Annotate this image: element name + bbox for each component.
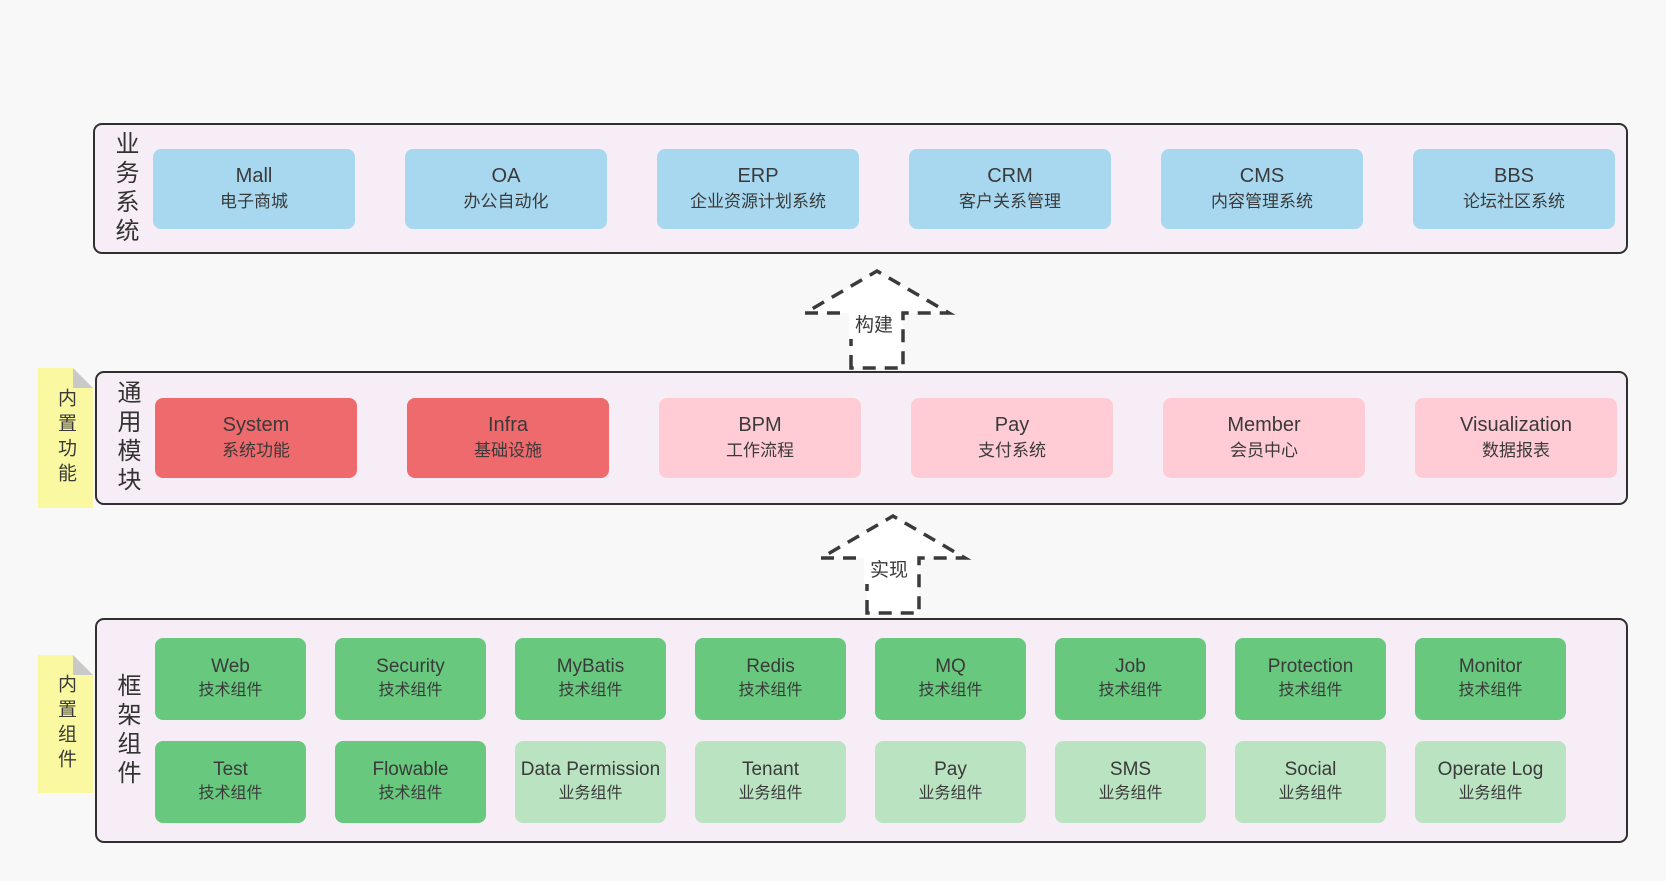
box-subtitle: 内容管理系统 [1211,191,1313,211]
box-member: Member 会员中心 [1163,398,1365,478]
box-title: Security [376,656,445,677]
box-title: Monitor [1458,656,1523,677]
box-web: Web 技术组件 [155,638,306,720]
box-title: Operate Log [1437,759,1544,780]
implement-arrow-label: 实现 [864,553,915,584]
box-subtitle: 业务组件 [1098,785,1163,802]
box-subtitle: 技术组件 [1098,682,1163,699]
box-subtitle: 基础设施 [474,441,542,460]
box-visualization: Visualization 数据报表 [1415,398,1617,478]
box-mall: Mall 电子商城 [153,148,355,229]
box-subtitle: 技术组件 [558,682,623,699]
box-erp: ERP 企业资源计划系统 [657,148,859,229]
box-subtitle: 技术组件 [918,682,983,699]
box-subtitle: 业务组件 [1278,785,1343,802]
box-subtitle: 客户关系管理 [959,191,1061,211]
box-title: MyBatis [556,656,625,677]
box-subtitle: 业务组件 [558,785,623,802]
box-data-permission: Data Permission 业务组件 [515,741,666,823]
box-subtitle: 技术组件 [1458,682,1523,699]
box-title: Member [1227,414,1301,436]
box-bpm: BPM 工作流程 [659,398,861,478]
box-title: Job [1115,656,1146,677]
box-cms: CMS 内容管理系统 [1161,148,1363,229]
box-subtitle: 业务组件 [738,785,803,802]
box-sms: SMS 业务组件 [1055,741,1206,823]
box-subtitle: 电子商城 [220,191,288,211]
box-tenant: Tenant 业务组件 [695,741,846,823]
box-subtitle: 技术组件 [378,682,443,699]
box-title: Mall [235,164,273,187]
box-flowable: Flowable 技术组件 [335,741,486,823]
modules-box-row: System 系统功能 Infra 基础设施 BPM 工作流程 Pay 支付系统… [155,398,1617,478]
box-test: Test 技术组件 [155,741,306,823]
box-subtitle: 技术组件 [378,785,443,802]
box-mybatis: MyBatis 技术组件 [515,638,666,720]
box-title: Web [211,656,250,677]
box-title: Visualization [1460,414,1572,436]
box-subtitle: 技术组件 [1278,682,1343,699]
box-title: BPM [738,414,782,436]
box-title: CRM [987,164,1033,187]
box-infra: Infra 基础设施 [407,398,609,478]
box-title: Tenant [741,759,800,780]
section-business-systems: 业务系统 Mall 电子商城 OA 办公自动化 ERP 企业资源计划系统 CRM… [93,123,1628,254]
box-subtitle: 技术组件 [738,682,803,699]
framework-row-2: Test 技术组件 Flowable 技术组件 Data Permission … [155,741,1566,823]
section-common-modules: 通用模块 System 系统功能 Infra 基础设施 BPM 工作流程 Pay… [95,371,1628,505]
box-title: Test [213,759,248,780]
box-title: Redis [746,656,795,677]
box-title: Pay [934,759,967,780]
build-arrow-label: 构建 [849,308,900,339]
box-title: MQ [935,656,966,677]
box-security: Security 技术组件 [335,638,486,720]
box-crm: CRM 客户关系管理 [909,148,1111,229]
tag-built-in-features: 内置功能 [38,368,93,508]
box-title: BBS [1493,164,1535,187]
box-title: System [222,414,290,436]
box-title: Infra [487,414,529,436]
box-title: Protection [1267,656,1354,677]
framework-box-grid: Web 技术组件 Security 技术组件 MyBatis 技术组件 Redi… [155,638,1566,823]
section-framework-components: 框架组件 Web 技术组件 Security 技术组件 MyBatis 技术组件… [95,618,1628,843]
box-bbs: BBS 论坛社区系统 [1413,148,1615,229]
box-monitor: Monitor 技术组件 [1415,638,1566,720]
section-label-business: 业务系统 [111,130,138,247]
box-redis: Redis 技术组件 [695,638,846,720]
box-subtitle: 支付系统 [978,441,1046,460]
box-job: Job 技术组件 [1055,638,1206,720]
box-title: CMS [1239,164,1285,187]
section-label-modules: 通用模块 [113,380,140,496]
box-pay: Pay 支付系统 [911,398,1113,478]
box-subtitle: 办公自动化 [463,191,549,211]
business-box-row: Mall 电子商城 OA 办公自动化 ERP 企业资源计划系统 CRM 客户关系… [153,148,1615,229]
box-subtitle: 论坛社区系统 [1463,191,1565,211]
box-title: Flowable [372,759,449,780]
box-subtitle: 技术组件 [198,682,263,699]
box-operate-log: Operate Log 业务组件 [1415,741,1566,823]
box-title: Data Permission [520,759,661,780]
box-title: Social [1284,759,1337,780]
box-oa: OA 办公自动化 [405,148,607,229]
section-label-framework: 框架组件 [113,672,140,789]
box-title: OA [491,164,521,187]
box-subtitle: 会员中心 [1230,441,1298,460]
box-subtitle: 企业资源计划系统 [690,191,826,211]
box-subtitle: 业务组件 [918,785,983,802]
box-pay-business: Pay 业务组件 [875,741,1026,823]
framework-row-1: Web 技术组件 Security 技术组件 MyBatis 技术组件 Redi… [155,638,1566,720]
box-subtitle: 工作流程 [726,441,794,460]
box-title: Pay [994,414,1030,436]
box-title: SMS [1109,759,1152,780]
box-title: ERP [737,164,779,187]
box-subtitle: 业务组件 [1458,785,1523,802]
box-social: Social 业务组件 [1235,741,1386,823]
tag-built-in-components: 内置组件 [38,655,93,793]
box-subtitle: 技术组件 [198,785,263,802]
box-subtitle: 系统功能 [222,441,290,460]
box-system: System 系统功能 [155,398,357,478]
box-mq: MQ 技术组件 [875,638,1026,720]
box-subtitle: 数据报表 [1482,441,1550,460]
box-protection: Protection 技术组件 [1235,638,1386,720]
